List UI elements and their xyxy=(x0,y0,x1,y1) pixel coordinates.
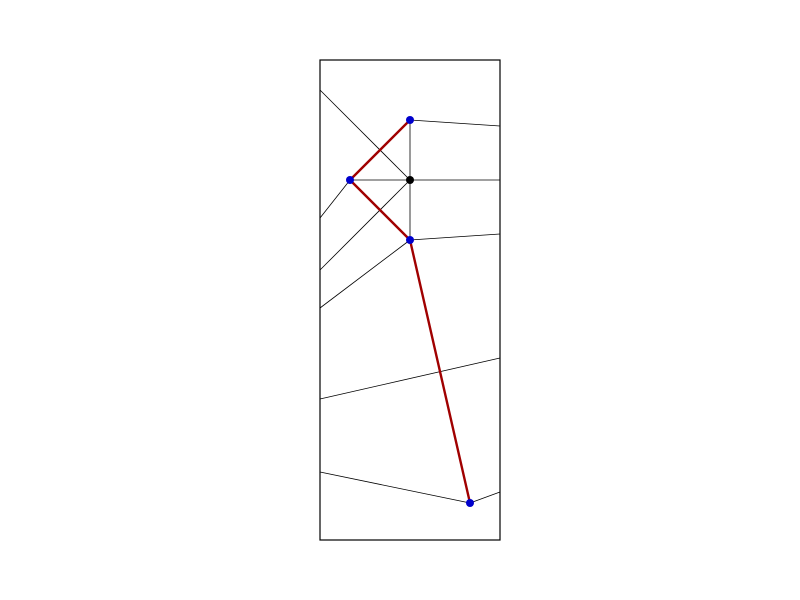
nodes xyxy=(346,116,474,507)
highlighted-path xyxy=(348,119,472,504)
frame xyxy=(319,59,501,541)
node-blue xyxy=(466,499,474,507)
edge xyxy=(319,239,411,309)
node-blue xyxy=(346,176,354,184)
edge xyxy=(319,179,351,219)
thin-edges xyxy=(319,89,501,504)
edge xyxy=(409,119,501,127)
node-blue xyxy=(406,236,414,244)
edge xyxy=(319,179,411,271)
edge xyxy=(409,233,501,241)
edge xyxy=(319,89,411,181)
node-black xyxy=(406,176,414,184)
edge xyxy=(319,471,471,504)
node-blue xyxy=(406,116,414,124)
edge xyxy=(469,491,501,504)
edge xyxy=(319,357,501,400)
